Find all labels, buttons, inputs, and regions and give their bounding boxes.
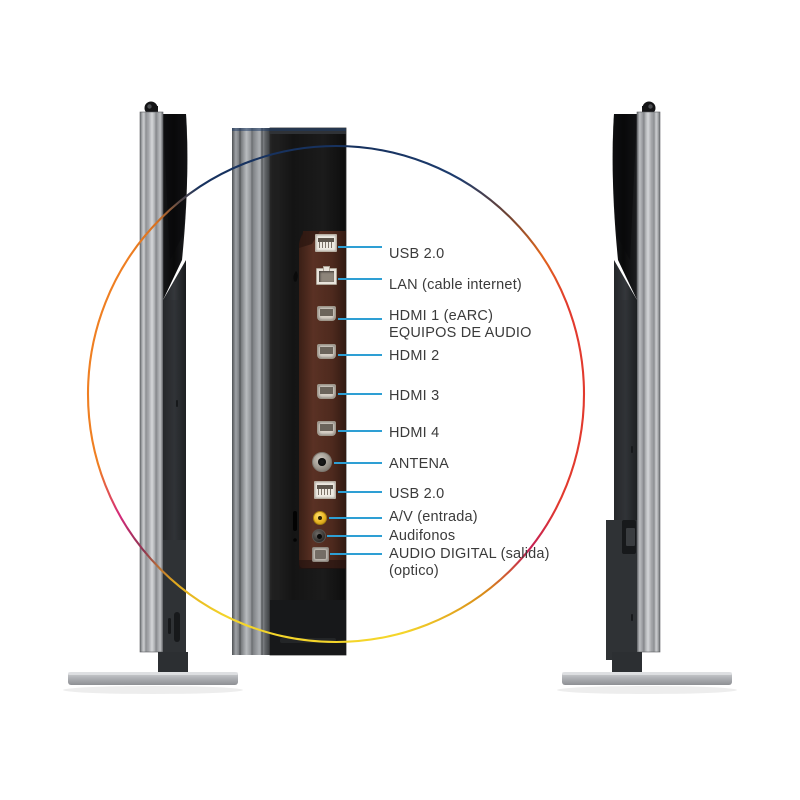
port-headphones[interactable] (312, 529, 326, 543)
callout-label-audifonos: Audifonos (389, 528, 456, 544)
callout-label-lan: LAN (cable internet) (389, 277, 522, 293)
leader-line-av-input (329, 517, 382, 519)
callout-label-hdmi-1: HDMI 1 (eARC) (389, 308, 494, 324)
callout-label-hdmi-4: HDMI 4 (389, 425, 440, 441)
port-optical-audio[interactable] (312, 547, 329, 562)
port-antenna[interactable] (312, 452, 332, 472)
leader-line-hdmi-3 (338, 393, 382, 395)
tv-left-side-view (63, 101, 243, 694)
port-usb-1[interactable] (315, 234, 337, 252)
leader-line-hdmi-2 (338, 354, 382, 356)
port-hdmi-2[interactable] (317, 344, 336, 359)
port-hdmi-1[interactable] (317, 306, 336, 321)
callout-label-usb-1: USB 2.0 (389, 246, 445, 262)
port-hdmi-3[interactable] (317, 384, 336, 399)
leader-line-lan (338, 278, 382, 280)
tv-right-side-view (557, 101, 737, 694)
callout-label-av-input: A/V (entrada) (389, 509, 478, 525)
port-lan[interactable] (316, 266, 337, 285)
callout-label-hdmi-1-line2: EQUIPOS DE AUDIO (389, 325, 532, 341)
leader-line-audifonos (327, 535, 382, 537)
leader-line-usb-1 (338, 246, 382, 248)
zoom-highlight-circle (86, 144, 586, 644)
leader-line-audio-dig (330, 553, 382, 555)
leader-line-usb-2 (338, 491, 382, 493)
port-av-input[interactable] (313, 511, 327, 525)
callout-label-hdmi-3: HDMI 3 (389, 388, 440, 404)
callout-label-audio-digital: AUDIO DIGITAL (salida) (389, 546, 550, 562)
port-hdmi-4[interactable] (317, 421, 336, 436)
leader-line-hdmi-4 (338, 430, 382, 432)
callout-label-antena: ANTENA (389, 456, 450, 472)
port-usb-2[interactable] (314, 481, 336, 499)
callout-label-hdmi-2: HDMI 2 (389, 348, 440, 364)
stand-base-left (68, 672, 238, 685)
leader-line-hdmi-1 (338, 318, 382, 320)
callout-label-audio-digital-line2: (optico) (389, 563, 439, 579)
stand-base-right (562, 672, 732, 685)
leader-line-antena (334, 462, 382, 464)
callout-label-usb-2: USB 2.0 (389, 486, 445, 502)
